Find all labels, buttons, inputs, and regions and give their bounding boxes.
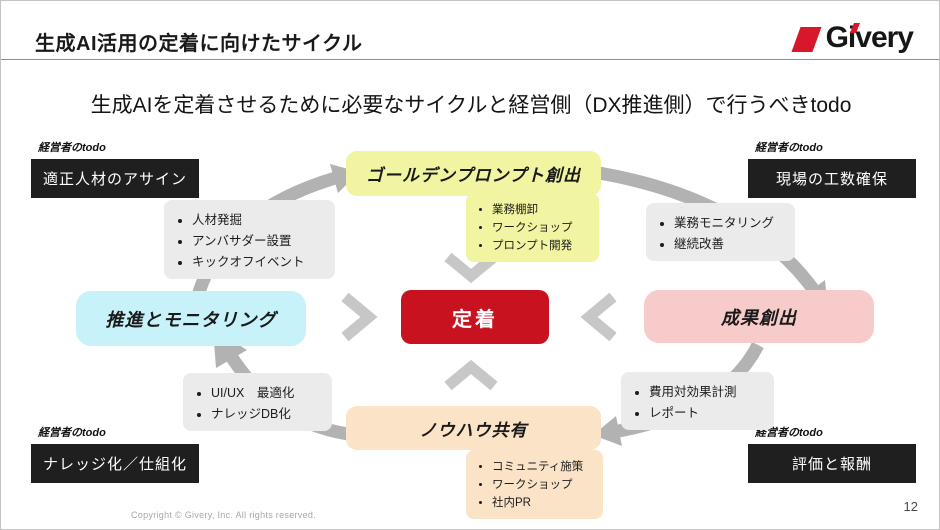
bullet-item: レポート [649,402,768,421]
stage-results-creation: 成果創出 [644,290,874,343]
chevron-down-icon [444,252,498,284]
todo-group-bottom-left: 経営者のtodo ナレッジ化／仕組化 [31,424,199,483]
todo-group-top-right: 経営者のtodo 現場の工数確保 [748,139,916,198]
todo-group-top-left: 経営者のtodo 適正人材のアサイン [31,139,199,198]
todo-box-top-right: 現場の工数確保 [748,159,916,198]
page-title: 生成AI活用の定着に向けたサイクル [35,33,363,55]
givery-logo-text: Givery [825,21,914,54]
stage-golden-prompt-items: 業務棚卸 ワークショップ プロンプト開発 [466,193,599,262]
todo-label: 経営者のtodo [755,427,823,439]
bullet-item: 社内PR [492,494,599,510]
bullet-item: キックオフイベント [192,251,329,270]
bullet-item: ワークショップ [492,476,599,492]
bullet-item: プロンプト開発 [492,237,595,253]
bullet-item: UI/UX 最適化 [211,382,326,401]
bullet-item: 業務モニタリング [674,212,789,231]
note-right-bottom: 費用対効果計測 レポート [621,372,774,430]
stage-knowhow-sharing: ノウハウ共有 [346,406,601,450]
note-left-bottom: UI/UX 最適化 ナレッジDB化 [183,373,332,431]
todo-box-bottom-right: 評価と報酬 [748,444,916,483]
todo-label: 経営者のtodo [755,142,823,154]
bullet-item: 業務棚卸 [492,201,595,217]
todo-box-bottom-left: ナレッジ化／仕組化 [31,444,199,483]
copyright-text: Copyright © Givery, Inc. All rights rese… [131,510,317,520]
stage-promotion-monitoring: 推進とモニタリング [76,291,306,346]
bullet-item: 人材発掘 [192,209,329,228]
todo-label: 経営者のtodo [38,142,106,154]
bullet-item: 費用対効果計測 [649,381,768,400]
chevron-right-icon [341,292,378,342]
bullet-item: ワークショップ [492,219,595,235]
note-right-top: 業務モニタリング 継続改善 [646,203,795,261]
chevron-left-icon [580,292,617,342]
note-left-top: 人材発掘 アンバサダー設置 キックオフイベント [164,200,335,279]
stage-adoption: 定着 [401,290,549,344]
todo-box-top-left: 適正人材のアサイン [31,159,199,198]
todo-label: 経営者のtodo [38,427,106,439]
chevron-up-icon [444,359,498,391]
bullet-item: アンバサダー設置 [192,230,329,249]
bullet-item: コミュニティ施策 [492,458,599,474]
givery-logo: Givery [791,21,914,54]
givery-logo-mark-icon [791,26,822,52]
page-number: 12 [903,499,918,514]
bullet-item: ナレッジDB化 [211,403,326,422]
givery-logo-word: Givery [825,21,914,54]
header-divider [1,59,939,60]
arrowhead-to-bottom-icon [593,416,622,446]
bullet-item: 継続改善 [674,233,789,252]
slide-subtitle: 生成AIを定着させるために必要なサイクルと経営側（DX推進側）で行うべきtodo [90,94,852,117]
stage-knowhow-sharing-items: コミュニティ施策 ワークショップ 社内PR [466,450,603,519]
stage-golden-prompt: ゴールデンプロンプト創出 [346,151,601,196]
todo-group-bottom-right: 経営者のtodo 評価と報酬 [748,424,916,483]
